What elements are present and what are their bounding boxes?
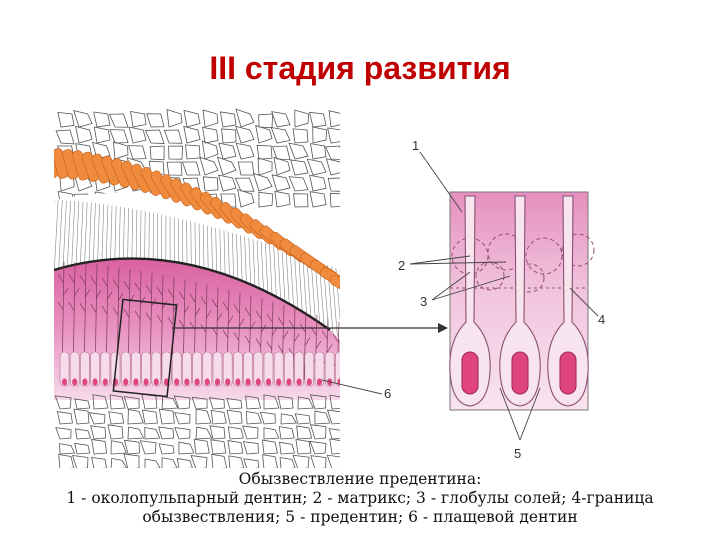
label-6: 6	[384, 386, 391, 401]
zoom-box	[112, 298, 178, 398]
dentin-fibers	[57, 261, 340, 381]
ameloblast-row	[54, 147, 340, 297]
label-3: 3	[420, 294, 427, 309]
slide-title: III стадия развития	[209, 50, 511, 86]
caption-line-1: Обызвествление предентина:	[238, 470, 482, 488]
odontoblast-cells	[449, 195, 589, 407]
label-1: 1	[412, 138, 419, 153]
label-4: 4	[598, 312, 605, 327]
tooth-section	[54, 108, 340, 468]
label-5: 5	[514, 446, 521, 461]
figure-caption: Обызвествление предентина: 1 - околопуль…	[0, 470, 720, 527]
caption-line-2: 1 - околопульпарный дентин; 2 - матрикс;…	[66, 489, 654, 507]
caption-line-3: обызвествления; 5 - предентин; 6 - плаще…	[142, 508, 578, 526]
label-2: 2	[398, 258, 405, 273]
mantle-dentin-line	[54, 257, 331, 331]
leader-lines	[321, 151, 599, 441]
cell-network-bottom	[54, 393, 340, 468]
magnified-view	[449, 191, 595, 411]
